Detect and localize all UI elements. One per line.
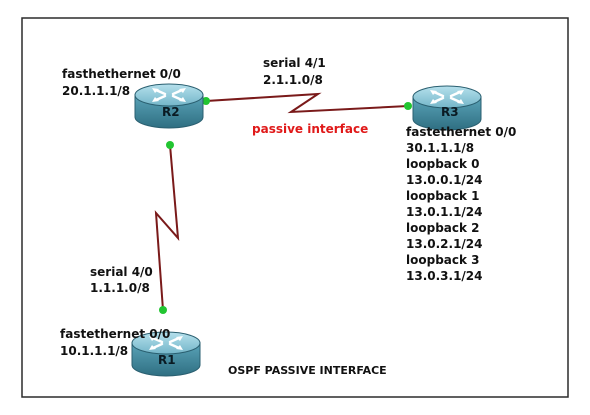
- link-r2-r1: [154, 144, 180, 311]
- endpoint-r2-serial40: [166, 141, 174, 149]
- router-r1[interactable]: R1: [130, 330, 202, 378]
- router-r3-name: R3: [441, 105, 459, 119]
- r2-interface-address: 20.1.1.1/8: [62, 84, 130, 98]
- router-r2-name: R2: [162, 105, 180, 119]
- r3-label-line: 13.0.0.1/24: [406, 173, 483, 187]
- r3-label-line: fastethernet 0/0: [406, 125, 516, 139]
- r3-label-line: loopback 1: [406, 189, 480, 203]
- endpoint-r3-serial: [404, 102, 412, 110]
- endpoint-r1-serial: [159, 306, 167, 314]
- diagram-title: OSPF PASSIVE INTERFACE: [228, 364, 387, 377]
- r3-label-line: 13.0.3.1/24: [406, 269, 483, 283]
- router-r1-name: R1: [158, 353, 176, 367]
- r1-interface-name: fastethernet 0/0: [60, 327, 170, 341]
- router-r2[interactable]: R2: [133, 82, 205, 130]
- r3-interface-list: fastethernet 0/0 30.1.1.1/8 loopback 0 1…: [406, 125, 516, 283]
- link-r2-r3-interface: serial 4/1: [263, 56, 326, 70]
- link-r2-r3: [205, 92, 409, 114]
- r3-label-line: loopback 2: [406, 221, 480, 235]
- r2-interface-name: fasthethernet 0/0: [62, 67, 181, 81]
- passive-interface-label: passive interface: [252, 122, 368, 136]
- link-r1-r2-network: 1.1.1.0/8: [90, 281, 150, 295]
- link-r2-r3-network: 2.1.1.0/8: [263, 73, 323, 87]
- r3-label-line: 30.1.1.1/8: [406, 141, 474, 155]
- router-r3[interactable]: R3: [411, 84, 483, 132]
- r3-label-line: loopback 3: [406, 253, 480, 267]
- link-r1-r2-interface: serial 4/0: [90, 265, 153, 279]
- diagram-frame: [21, 17, 569, 398]
- r3-label-line: 13.0.2.1/24: [406, 237, 483, 251]
- r1-interface-address: 10.1.1.1/8: [60, 344, 128, 358]
- r3-label-line: 13.0.1.1/24: [406, 205, 483, 219]
- r3-label-line: loopback 0: [406, 157, 480, 171]
- endpoint-r2-serial41: [202, 97, 210, 105]
